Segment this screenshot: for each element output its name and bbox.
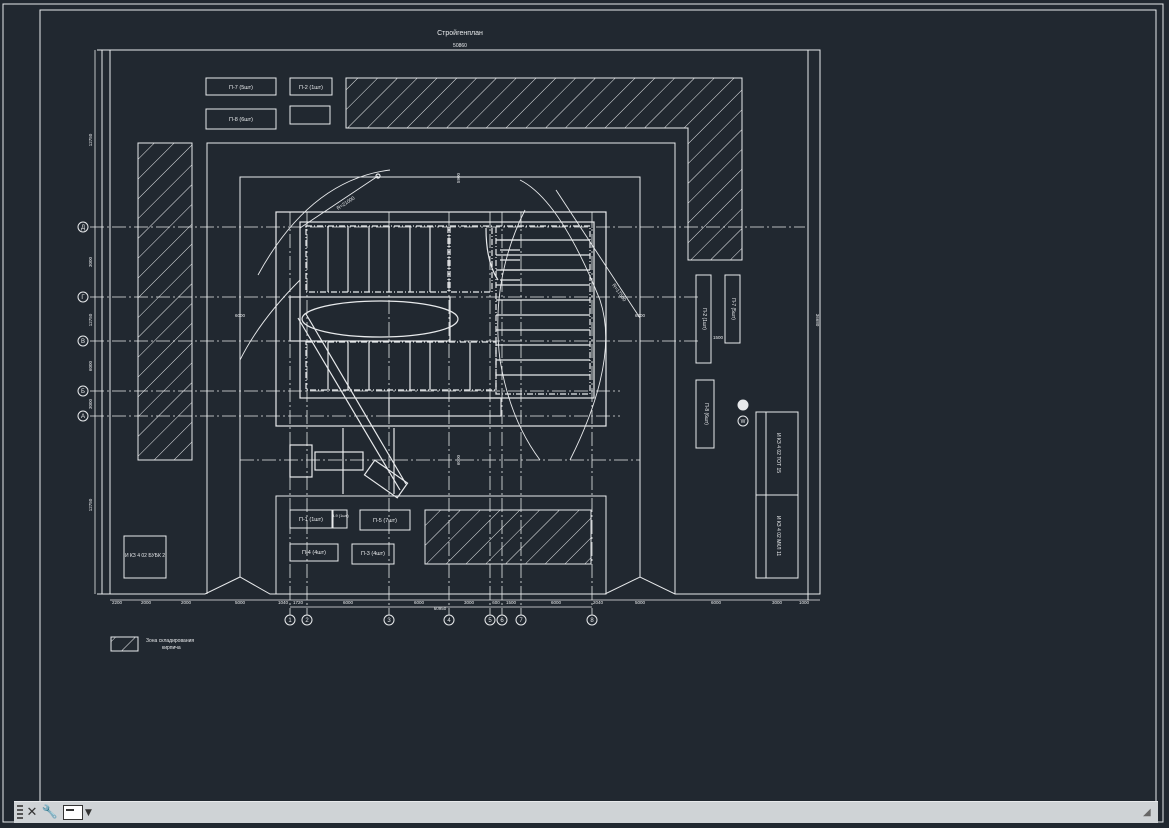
dim-bottom: 1040 bbox=[278, 600, 289, 605]
column-axis-label: 5 bbox=[488, 618, 492, 624]
crane-radius-top: R=21000 bbox=[336, 195, 357, 211]
row-axis-label: Д bbox=[81, 225, 85, 231]
legend-hatch-swatch bbox=[110, 636, 139, 652]
close-icon[interactable]: ✕ bbox=[26, 805, 38, 820]
wrench-icon[interactable]: 🔧 bbox=[41, 805, 59, 820]
dim-left: 12750 bbox=[88, 313, 93, 326]
legend-label-line1: Зона складирования bbox=[146, 638, 194, 644]
storage-bottom bbox=[275, 495, 607, 595]
building-label-left: И КЗ 4 02 БУБК 2 bbox=[125, 553, 165, 559]
dim-left: 3000 bbox=[88, 398, 93, 409]
dim-mid-right: 6000 bbox=[635, 313, 646, 318]
dim-bottom: 3000 bbox=[772, 600, 783, 605]
building-label-right-bottom: И КЗ 4 02 МКЛ 11 bbox=[775, 516, 781, 557]
column-axis-label: 3 bbox=[387, 618, 391, 624]
dim-bottom: 1720 bbox=[293, 600, 304, 605]
storage-right bbox=[695, 274, 741, 449]
storage-label-p2-right: П-2 (1шт) bbox=[701, 308, 707, 330]
command-line-bar: ✕ 🔧 ▼ ◢ bbox=[14, 801, 1158, 823]
dim-mid-top: 5900 bbox=[456, 172, 461, 183]
dim-left: 3000 bbox=[88, 256, 93, 267]
column-axis-label: 8 bbox=[590, 618, 594, 624]
row-axis-label: Г bbox=[81, 295, 85, 301]
dim-bottom-overall: 60950 bbox=[434, 606, 447, 611]
utility-marker-label: W bbox=[741, 419, 746, 425]
dim-left: 12750 bbox=[88, 133, 93, 146]
dim-bottom: 2200 bbox=[112, 600, 123, 605]
column-axis-markers bbox=[284, 614, 598, 626]
column-axis-label: 6 bbox=[500, 618, 504, 624]
crane-reach-arcs bbox=[239, 169, 641, 461]
dim-bottom: 6000 bbox=[414, 600, 425, 605]
dim-bottom: 6000 bbox=[343, 600, 354, 605]
storage-label-p7-right: П-7 (5шт) bbox=[730, 298, 736, 320]
storage-top bbox=[205, 77, 333, 130]
drag-grip-icon[interactable] bbox=[17, 804, 23, 821]
row-axis-markers bbox=[77, 221, 89, 422]
command-prompt-icon bbox=[63, 805, 83, 820]
dim-bottom: 3000 bbox=[464, 600, 475, 605]
dim-bottom: 6000 bbox=[551, 600, 562, 605]
dim-bottom: 1000 bbox=[799, 600, 810, 605]
dim-mid-bottom: 6000 bbox=[456, 454, 461, 465]
dim-bottom: 600 bbox=[492, 600, 500, 605]
storage-label-p3: П-3 (4шт) bbox=[361, 551, 385, 557]
dim-bottom: 2000 bbox=[141, 600, 152, 605]
storage-label-p7: П-7 (5шт) bbox=[229, 85, 253, 91]
crane bbox=[289, 173, 409, 499]
temporary-buildings bbox=[123, 411, 799, 579]
resize-handle-icon[interactable]: ◢ bbox=[1143, 806, 1151, 818]
column-axis-label: 7 bbox=[519, 618, 523, 624]
row-axis-label: Б bbox=[81, 389, 85, 395]
dim-bottom: 5000 bbox=[235, 600, 246, 605]
dim-right-small: 1500 bbox=[713, 335, 724, 340]
dim-left: 6000 bbox=[88, 360, 93, 371]
legend-label-line2: кирпича bbox=[162, 645, 181, 651]
storage-label-p4: П-4 (4шт) bbox=[302, 550, 326, 556]
utility-marker bbox=[737, 399, 749, 427]
dim-mid-left: 6000 bbox=[235, 313, 246, 318]
column-axis-label: 2 bbox=[305, 618, 309, 624]
drawing-title: Стройгенплан bbox=[437, 29, 483, 37]
hatch-zone-left bbox=[137, 142, 193, 461]
chevron-down-icon: ▼ bbox=[85, 807, 92, 818]
column-axis-label: 1 bbox=[288, 618, 292, 624]
dim-bottom: 2000 bbox=[181, 600, 192, 605]
row-axis-label: А bbox=[81, 414, 85, 420]
column-axis-label: 4 bbox=[447, 618, 451, 624]
storage-label-p2: П-2 (1шт) bbox=[299, 85, 323, 91]
storage-label-p9: П-9 (1шт) bbox=[331, 513, 349, 518]
hatched-zones bbox=[110, 77, 743, 652]
command-history-button[interactable]: ▼ bbox=[63, 805, 92, 820]
building-outline bbox=[275, 211, 607, 427]
building-label-right-top: И КЗ 4 02 ТОТ 15 bbox=[775, 433, 781, 473]
dim-bottom: 5000 bbox=[635, 600, 646, 605]
storage-label-p8-right: П-8 (6шт) bbox=[703, 403, 709, 425]
dim-bottom: 6000 bbox=[711, 600, 722, 605]
storage-label-p8: П-8 (6шт) bbox=[229, 117, 253, 123]
dim-bottom: 1500 bbox=[506, 600, 517, 605]
storage-label-p1: П-1 (1шт) bbox=[299, 517, 323, 523]
dim-left: 12750 bbox=[88, 498, 93, 511]
storage-label-p5: П-5 (7шт) bbox=[373, 518, 397, 524]
temporary-roads bbox=[206, 142, 676, 594]
row-axis-label: В bbox=[81, 339, 85, 345]
dim-bottom: 2040 bbox=[593, 600, 604, 605]
hatch-zone-bottom bbox=[424, 509, 592, 565]
overall-width-label: 50860 bbox=[453, 43, 467, 49]
dimension-lines bbox=[94, 50, 820, 608]
dim-right-overall: 36680 bbox=[815, 314, 820, 327]
hatch-zone-top-right bbox=[345, 77, 743, 261]
command-input[interactable] bbox=[91, 803, 1143, 822]
